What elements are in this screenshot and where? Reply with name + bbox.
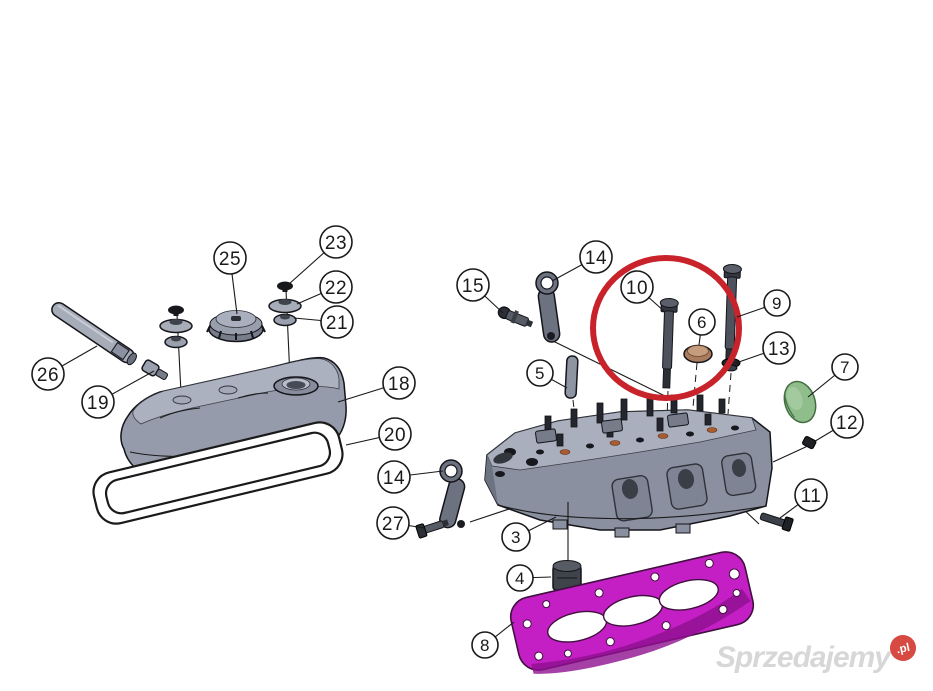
callout-label-20: 20 [384,425,406,446]
callout-label-14: 14 [585,248,607,269]
callout-19: 19 [81,370,155,419]
callout-12: 12 [811,405,864,444]
callout-label-19: 19 [87,393,109,414]
callout-layer: 25 23 22 21 26 19 18 20 15 14 10 6 9 13 7 12 5 14 27 3 11 4 8 [31,225,864,659]
callout-label-14: 14 [383,468,405,489]
callout-label-6: 6 [697,313,707,332]
callout-circle-26 [31,357,65,391]
callout-23: 23 [288,225,353,285]
callout-circle-7 [831,353,859,381]
seal-cup [683,344,713,431]
callout-label-25: 25 [219,249,241,270]
callout-26: 26 [31,345,98,391]
watermark: Sprzedajemy .pl [716,635,916,674]
callout-label-22: 22 [325,278,347,299]
callout-circle-25 [213,241,247,275]
callout-4: 4 [506,564,552,592]
callout-7: 7 [807,353,859,398]
watermark-badge-label: .pl [895,642,911,657]
head-bolt-10 [659,298,679,389]
callout-22: 22 [296,270,353,305]
callout-11: 11 [779,478,828,519]
callout-circle-12 [830,405,864,439]
callout-label-12: 12 [836,413,858,434]
bolt-15 [497,306,534,328]
callout-label-18: 18 [388,374,410,395]
callout-circle-6 [688,308,716,336]
cylinder-head [484,394,773,538]
callout-circle-9 [763,289,791,317]
watermark-badge: .pl [890,635,916,661]
callout-14: 14 [377,460,444,494]
callout-circle-4 [506,564,534,592]
callout-9: 9 [736,289,791,318]
callout-13: 13 [735,331,796,365]
callout-label-9: 9 [772,294,782,313]
bolt-11 [740,506,794,532]
oil-filler-cap [206,310,266,343]
callout-circle-10 [620,270,654,304]
callout-10: 10 [620,270,666,313]
callout-circle-23 [319,225,353,259]
highlight-circle [590,255,742,401]
lift-bracket-upper [535,271,561,343]
breather-tube [51,301,137,366]
callout-label-8: 8 [480,636,490,655]
callout-8: 8 [471,621,515,659]
core-plug-green [783,380,817,424]
callout-label-10: 10 [626,278,648,299]
callout-circle-14 [579,240,613,274]
nut-12 [772,435,817,463]
callout-label-3: 3 [511,528,521,547]
callout-label-11: 11 [801,486,822,507]
callout-circle-21 [320,305,354,339]
callout-label-21: 21 [326,313,348,334]
callout-circle-5 [526,359,554,387]
callout-14: 14 [551,240,613,282]
callout-3: 3 [501,516,557,552]
watermark-text: Sprzedajemy [716,641,892,674]
callout-27: 27 [376,506,425,540]
breather-fitting [141,359,169,380]
callout-circle-15 [456,268,490,302]
callout-label-26: 26 [37,365,59,386]
callout-circle-20 [378,417,412,451]
callout-21: 21 [293,305,354,339]
callout-5: 5 [526,359,568,389]
callout-circle-14 [377,460,411,494]
callout-label-23: 23 [325,233,347,254]
lift-bracket-lower [439,459,466,529]
callout-20: 20 [345,417,412,451]
callout-label-7: 7 [840,358,850,377]
callout-circle-19 [81,385,115,419]
cylinder-head-assembly [415,264,817,674]
callout-label-5: 5 [535,364,545,383]
cap-nut-4 [552,502,582,591]
callout-circle-22 [319,270,353,304]
callout-15: 15 [456,268,504,314]
callout-label-15: 15 [462,276,484,297]
callout-circle-11 [794,478,828,512]
callout-label-4: 4 [515,569,525,588]
valve-cover-assembly [51,281,347,525]
callout-label-27: 27 [382,514,404,535]
callout-circle-8 [471,631,499,659]
callout-25: 25 [213,241,247,315]
left-washer-stack [159,305,193,394]
callout-6: 6 [688,308,716,346]
cap-nut [168,305,184,315]
callout-18: 18 [337,366,416,403]
cover-gasket [92,421,344,525]
callout-circle-13 [762,331,796,365]
callout-circle-18 [382,366,416,400]
callout-circle-3 [501,522,531,552]
callout-circle-27 [376,506,410,540]
callout-label-13: 13 [768,339,790,360]
head-gasket [509,551,755,674]
